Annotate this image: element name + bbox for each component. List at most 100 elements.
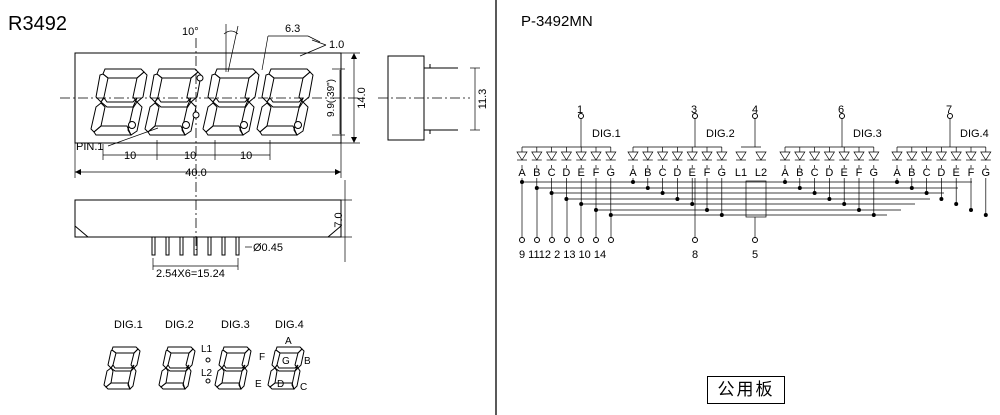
segment-letter: E bbox=[953, 167, 960, 179]
junction-dot bbox=[705, 208, 709, 212]
legend-dig1: DIG.1 bbox=[114, 319, 143, 331]
junction-dot bbox=[645, 186, 650, 190]
digit-group-label: DIG.1 bbox=[592, 128, 621, 140]
digit-group-label: DIG.2 bbox=[706, 128, 735, 140]
junction-dot bbox=[983, 213, 988, 217]
diode-symbol bbox=[794, 151, 806, 161]
diode-symbol bbox=[809, 151, 820, 161]
diode-symbol bbox=[906, 151, 918, 161]
diode-symbol bbox=[891, 151, 903, 161]
junction-dot bbox=[871, 213, 876, 217]
diode-symbol bbox=[716, 151, 728, 161]
junction-dot bbox=[895, 180, 899, 184]
pin8-label: 8 bbox=[692, 249, 698, 261]
digit-4 bbox=[256, 68, 314, 136]
junction-dot bbox=[549, 191, 554, 195]
diode-symbol bbox=[686, 151, 698, 161]
diode-symbol bbox=[936, 151, 947, 161]
segment-letter: F bbox=[593, 167, 600, 179]
common-pin-label: 1 bbox=[577, 104, 583, 116]
segment-letter: A bbox=[518, 167, 526, 179]
diode-symbol bbox=[980, 151, 992, 161]
segment-letter: D bbox=[673, 167, 681, 179]
digit-group-label: DIG.3 bbox=[853, 128, 882, 140]
segment-letter: D bbox=[937, 167, 945, 179]
height-label: 14.0 bbox=[356, 87, 368, 108]
pin-diameter-label: Ø0.45 bbox=[253, 242, 283, 254]
diode-symbol bbox=[672, 151, 683, 161]
segment-letter: C bbox=[548, 167, 556, 179]
segment-letter: A bbox=[893, 167, 901, 179]
colon-diode bbox=[735, 151, 747, 161]
pin5-node bbox=[752, 237, 758, 243]
legend-l1: L1 bbox=[201, 344, 213, 355]
segment-letter: C bbox=[923, 167, 931, 179]
bottom-pin-labels: 9 1112 2 13 10 14 bbox=[519, 249, 606, 261]
segment-letter: D bbox=[562, 167, 570, 179]
junction-dot bbox=[842, 202, 847, 206]
junction-dot bbox=[909, 186, 914, 190]
segment-letter: F bbox=[704, 167, 711, 179]
diode-symbol bbox=[824, 151, 835, 161]
seg-d: D bbox=[277, 379, 284, 390]
pitch-2: 10 bbox=[184, 150, 196, 162]
junction-dot bbox=[857, 208, 861, 212]
segment-letter: G bbox=[982, 167, 991, 179]
junction-dot bbox=[675, 197, 680, 201]
segment-letter: G bbox=[870, 167, 879, 179]
common-pin-label: 3 bbox=[691, 104, 697, 116]
colon-letter: L1 bbox=[735, 167, 747, 179]
digit-2 bbox=[144, 68, 202, 136]
colon-pin-node bbox=[752, 113, 758, 119]
segment-letter: F bbox=[856, 167, 863, 179]
common-pin-label: 7 bbox=[946, 104, 952, 116]
diode-symbol bbox=[965, 151, 977, 161]
depth-label: 7.0 bbox=[333, 212, 345, 227]
legend-dig4: DIG.4 bbox=[275, 319, 304, 331]
common-pin-label: 6 bbox=[838, 104, 844, 116]
pin8-node bbox=[692, 237, 698, 243]
diode-symbol bbox=[516, 151, 528, 161]
junction-dot bbox=[631, 180, 635, 184]
junction-dot bbox=[797, 186, 802, 190]
junction-dot bbox=[690, 202, 695, 206]
junction-dot bbox=[564, 197, 569, 201]
digit-group-label: DIG.4 bbox=[960, 128, 989, 140]
model-title-right: P-3492MN bbox=[521, 13, 593, 30]
diode-symbol bbox=[779, 151, 791, 161]
pin-node bbox=[534, 237, 540, 243]
pin-node bbox=[608, 237, 614, 243]
junction-dot bbox=[924, 191, 929, 195]
diode-symbol bbox=[531, 151, 543, 161]
segment-letter: B bbox=[796, 167, 803, 179]
segment-letter: C bbox=[659, 167, 667, 179]
seg-g: G bbox=[282, 356, 290, 367]
segment-letter: E bbox=[578, 167, 585, 179]
pin-node bbox=[519, 237, 525, 243]
junction-dot bbox=[812, 191, 817, 195]
segment-letter: D bbox=[825, 167, 833, 179]
pin1-label: PIN.1 bbox=[76, 141, 104, 153]
junction-dot bbox=[954, 202, 959, 206]
diode-symbol bbox=[561, 151, 572, 161]
junction-dot bbox=[969, 208, 973, 212]
diode-symbol bbox=[627, 151, 639, 161]
diode-symbol bbox=[950, 151, 962, 161]
diode-symbol bbox=[853, 151, 865, 161]
diode-symbol bbox=[701, 151, 713, 161]
segment-letter: C bbox=[811, 167, 819, 179]
seg-a: A bbox=[285, 336, 292, 347]
segment-letter: B bbox=[908, 167, 915, 179]
segment-letter: E bbox=[689, 167, 696, 179]
common-pin-node bbox=[692, 113, 698, 119]
pin-node bbox=[578, 237, 584, 243]
pin-pitch-label: 2.54X6=15.24 bbox=[156, 268, 225, 280]
segment-letter: A bbox=[629, 167, 637, 179]
common-pin-node bbox=[578, 113, 584, 119]
diode-symbol bbox=[605, 151, 617, 161]
seg-e: E bbox=[255, 379, 262, 390]
pins bbox=[151, 236, 240, 256]
junction-dot bbox=[719, 213, 724, 217]
segment-letter: B bbox=[644, 167, 651, 179]
